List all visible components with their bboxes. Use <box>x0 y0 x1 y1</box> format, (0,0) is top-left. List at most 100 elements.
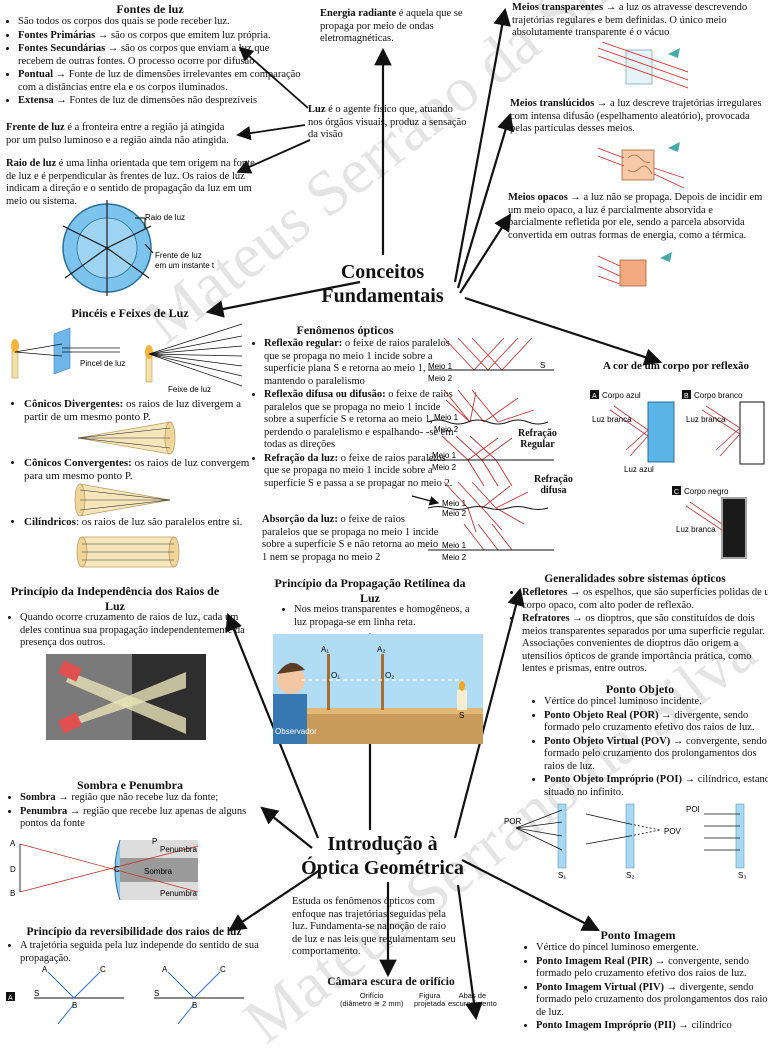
energia-radiante: Energia radiante é aquela que se propaga… <box>320 8 463 44</box>
list-item: Pontual → Fonte de luz de dimensões irre… <box>18 69 303 94</box>
list-item: Vértice do pincel luminoso incidente. <box>544 696 768 709</box>
svg-text:Meio 2: Meio 2 <box>428 374 453 383</box>
frente-label: Frente de luz <box>155 251 202 260</box>
list-item: Ponto Objeto Real (POR) → divergente, se… <box>544 710 768 735</box>
list-item: A trajetória seguida pela luz independe … <box>20 940 270 965</box>
list-item: Cônicos Convergentes: os raios de luz co… <box>24 457 264 482</box>
list-item: Extensa → Fontes de luz de dimensões não… <box>18 95 303 108</box>
svg-text:Meio 2: Meio 2 <box>442 509 467 518</box>
svg-text:S₂: S₂ <box>626 871 634 880</box>
camara-title: Câmara escura de orifício <box>327 976 455 988</box>
svg-text:Sombra: Sombra <box>144 867 173 876</box>
cor-azul-figure: A Corpo azul Luz branca Luz azul <box>590 390 675 474</box>
ponto-objeto-figure: POR S₁ POV S₂ POI S₃ <box>504 803 747 880</box>
feixe-label: Feixe de luz <box>168 385 211 394</box>
svg-text:POI: POI <box>686 805 700 814</box>
svg-text:P: P <box>152 837 157 846</box>
svg-text:Meio 1: Meio 1 <box>428 362 453 371</box>
svg-text:Meio 2: Meio 2 <box>434 425 459 434</box>
frente-de-luz: Frente de luz é a fronteira entre a regi… <box>6 122 229 146</box>
svg-text:S: S <box>540 361 545 370</box>
svg-text:O₂: O₂ <box>385 671 394 680</box>
svg-text:S₃: S₃ <box>738 871 747 880</box>
generalidades-title: Generalidades sobre sistemas ópticos <box>544 573 726 585</box>
pinceis-title: Pincéis e Feixes de Luz <box>71 306 189 320</box>
svg-text:S₁: S₁ <box>558 871 566 880</box>
svg-text:Meio 1: Meio 1 <box>434 413 459 422</box>
svg-text:B: B <box>72 1001 77 1010</box>
raio-de-luz-diagram: Raio de luz Frente de luz em um instante… <box>62 200 215 296</box>
svg-text:C: C <box>674 489 679 496</box>
svg-text:A: A <box>10 839 16 848</box>
svg-text:Luz branca: Luz branca <box>592 415 632 424</box>
svg-text:S: S <box>34 989 39 998</box>
svg-text:Penumbra: Penumbra <box>160 889 197 898</box>
independencia-text: Quando ocorre cruzamento de raios de luz… <box>6 612 250 651</box>
list-item: Penumbra → região que recebe luz apenas … <box>20 806 276 831</box>
svg-text:A: A <box>42 965 48 974</box>
list-item: Refratores → os dioptros, que são consti… <box>522 613 768 676</box>
list-item: Fontes Secundárias → são os corpos que e… <box>18 43 303 68</box>
svg-text:Meio 2: Meio 2 <box>432 463 457 472</box>
svg-text:Luz azul: Luz azul <box>624 465 654 474</box>
ponto-objeto-title: Ponto Objeto <box>605 682 675 696</box>
svg-text:Luz branca: Luz branca <box>676 525 716 534</box>
svg-text:Corpo negro: Corpo negro <box>684 487 729 496</box>
list-item: Cônicos Divergentes: os raios de luz div… <box>24 398 264 423</box>
meio-translucido-figure <box>598 142 685 189</box>
meio-opaco-figure <box>598 252 672 287</box>
svg-text:POV: POV <box>664 827 682 836</box>
frente-label-2: em um instante t <box>155 261 215 270</box>
absorcao-text: Absorção da luz: o feixe de raios parale… <box>262 514 439 563</box>
svg-text:C: C <box>114 865 120 874</box>
fontes-list: São todos os corpos dos quais se pode re… <box>4 16 303 109</box>
ponto-imagem-list: Vértice do pincel luminoso emergente. Po… <box>522 942 768 1034</box>
svg-text:Penumbra: Penumbra <box>160 845 197 854</box>
svg-text:A: A <box>592 393 597 400</box>
svg-text:A₁: A₁ <box>321 645 329 654</box>
list-item: Sombra → região que não recebe luz da fo… <box>20 792 276 805</box>
list-item: Nos meios transparentes e homogêneos, a … <box>294 604 484 629</box>
svg-text:POR: POR <box>504 817 522 826</box>
svg-text:Meio 1: Meio 1 <box>442 499 467 508</box>
list-item: Ponto Objeto Virtual (POV) → convergente… <box>544 736 768 774</box>
fenomenos-list: Reflexão regular: o feixe de raios paral… <box>250 338 456 491</box>
svg-text:C: C <box>220 965 226 974</box>
pincel-feixe-figure: Pincel de luz Feixe de luz <box>11 323 243 394</box>
observador-label: Observador <box>275 727 317 736</box>
meio-transparente-figure <box>598 41 688 89</box>
meios-opacos: Meios opacos → a luz não se propaga. Dep… <box>508 192 763 241</box>
cone-convergente-figure <box>74 483 171 517</box>
list-item: Refração da luz: o feixe de raios parale… <box>264 453 456 491</box>
svg-text:Meio 1: Meio 1 <box>432 451 457 460</box>
svg-text:S: S <box>459 711 464 720</box>
introducao-desc: Estuda os fenômenos ópticos com enfoque … <box>292 896 456 957</box>
svg-text:A: A <box>162 965 168 974</box>
svg-text:Corpo azul: Corpo azul <box>602 391 641 400</box>
list-item: Cilíndricos: os raios de luz são paralel… <box>24 516 264 529</box>
list-item: Vértice do pincel luminoso emergente. <box>536 942 768 955</box>
raio-label: Raio de luz <box>145 213 185 222</box>
svg-text:O₁: O₁ <box>331 671 340 680</box>
sombra-list: Sombra → região que não recebe luz da fo… <box>6 792 276 832</box>
reversibilidade-title: Princípio da reversibilidade dos raios d… <box>26 926 242 938</box>
list-item: Reflexão regular: o feixe de raios paral… <box>264 338 456 388</box>
list-item: Refletores → os espelhos, que são superf… <box>522 587 768 612</box>
reversibilidade-text: A trajetória seguida pela luz independe … <box>6 940 270 966</box>
svg-text:S: S <box>154 989 159 998</box>
luz-definition: Luz é o agente físico que, atuando nos ó… <box>308 104 467 140</box>
list-item: Ponto Imagem Real (PIR) → convergente, s… <box>536 956 768 981</box>
list-item: Quando ocorre cruzamento de raios de luz… <box>20 612 250 650</box>
pincel-label: Pincel de luz <box>80 359 125 368</box>
cor-negro-figure: C Corpo negro Luz branca <box>672 486 747 559</box>
ponto-objeto-list: Vértice do pincel luminoso incidente. Po… <box>530 696 768 800</box>
svg-text:C: C <box>100 965 106 974</box>
list-item: Ponto Objeto Impróprio (POI) → cilíndric… <box>544 774 768 799</box>
cor-branco-figure: B Corpo branco Luz branca <box>682 390 765 465</box>
